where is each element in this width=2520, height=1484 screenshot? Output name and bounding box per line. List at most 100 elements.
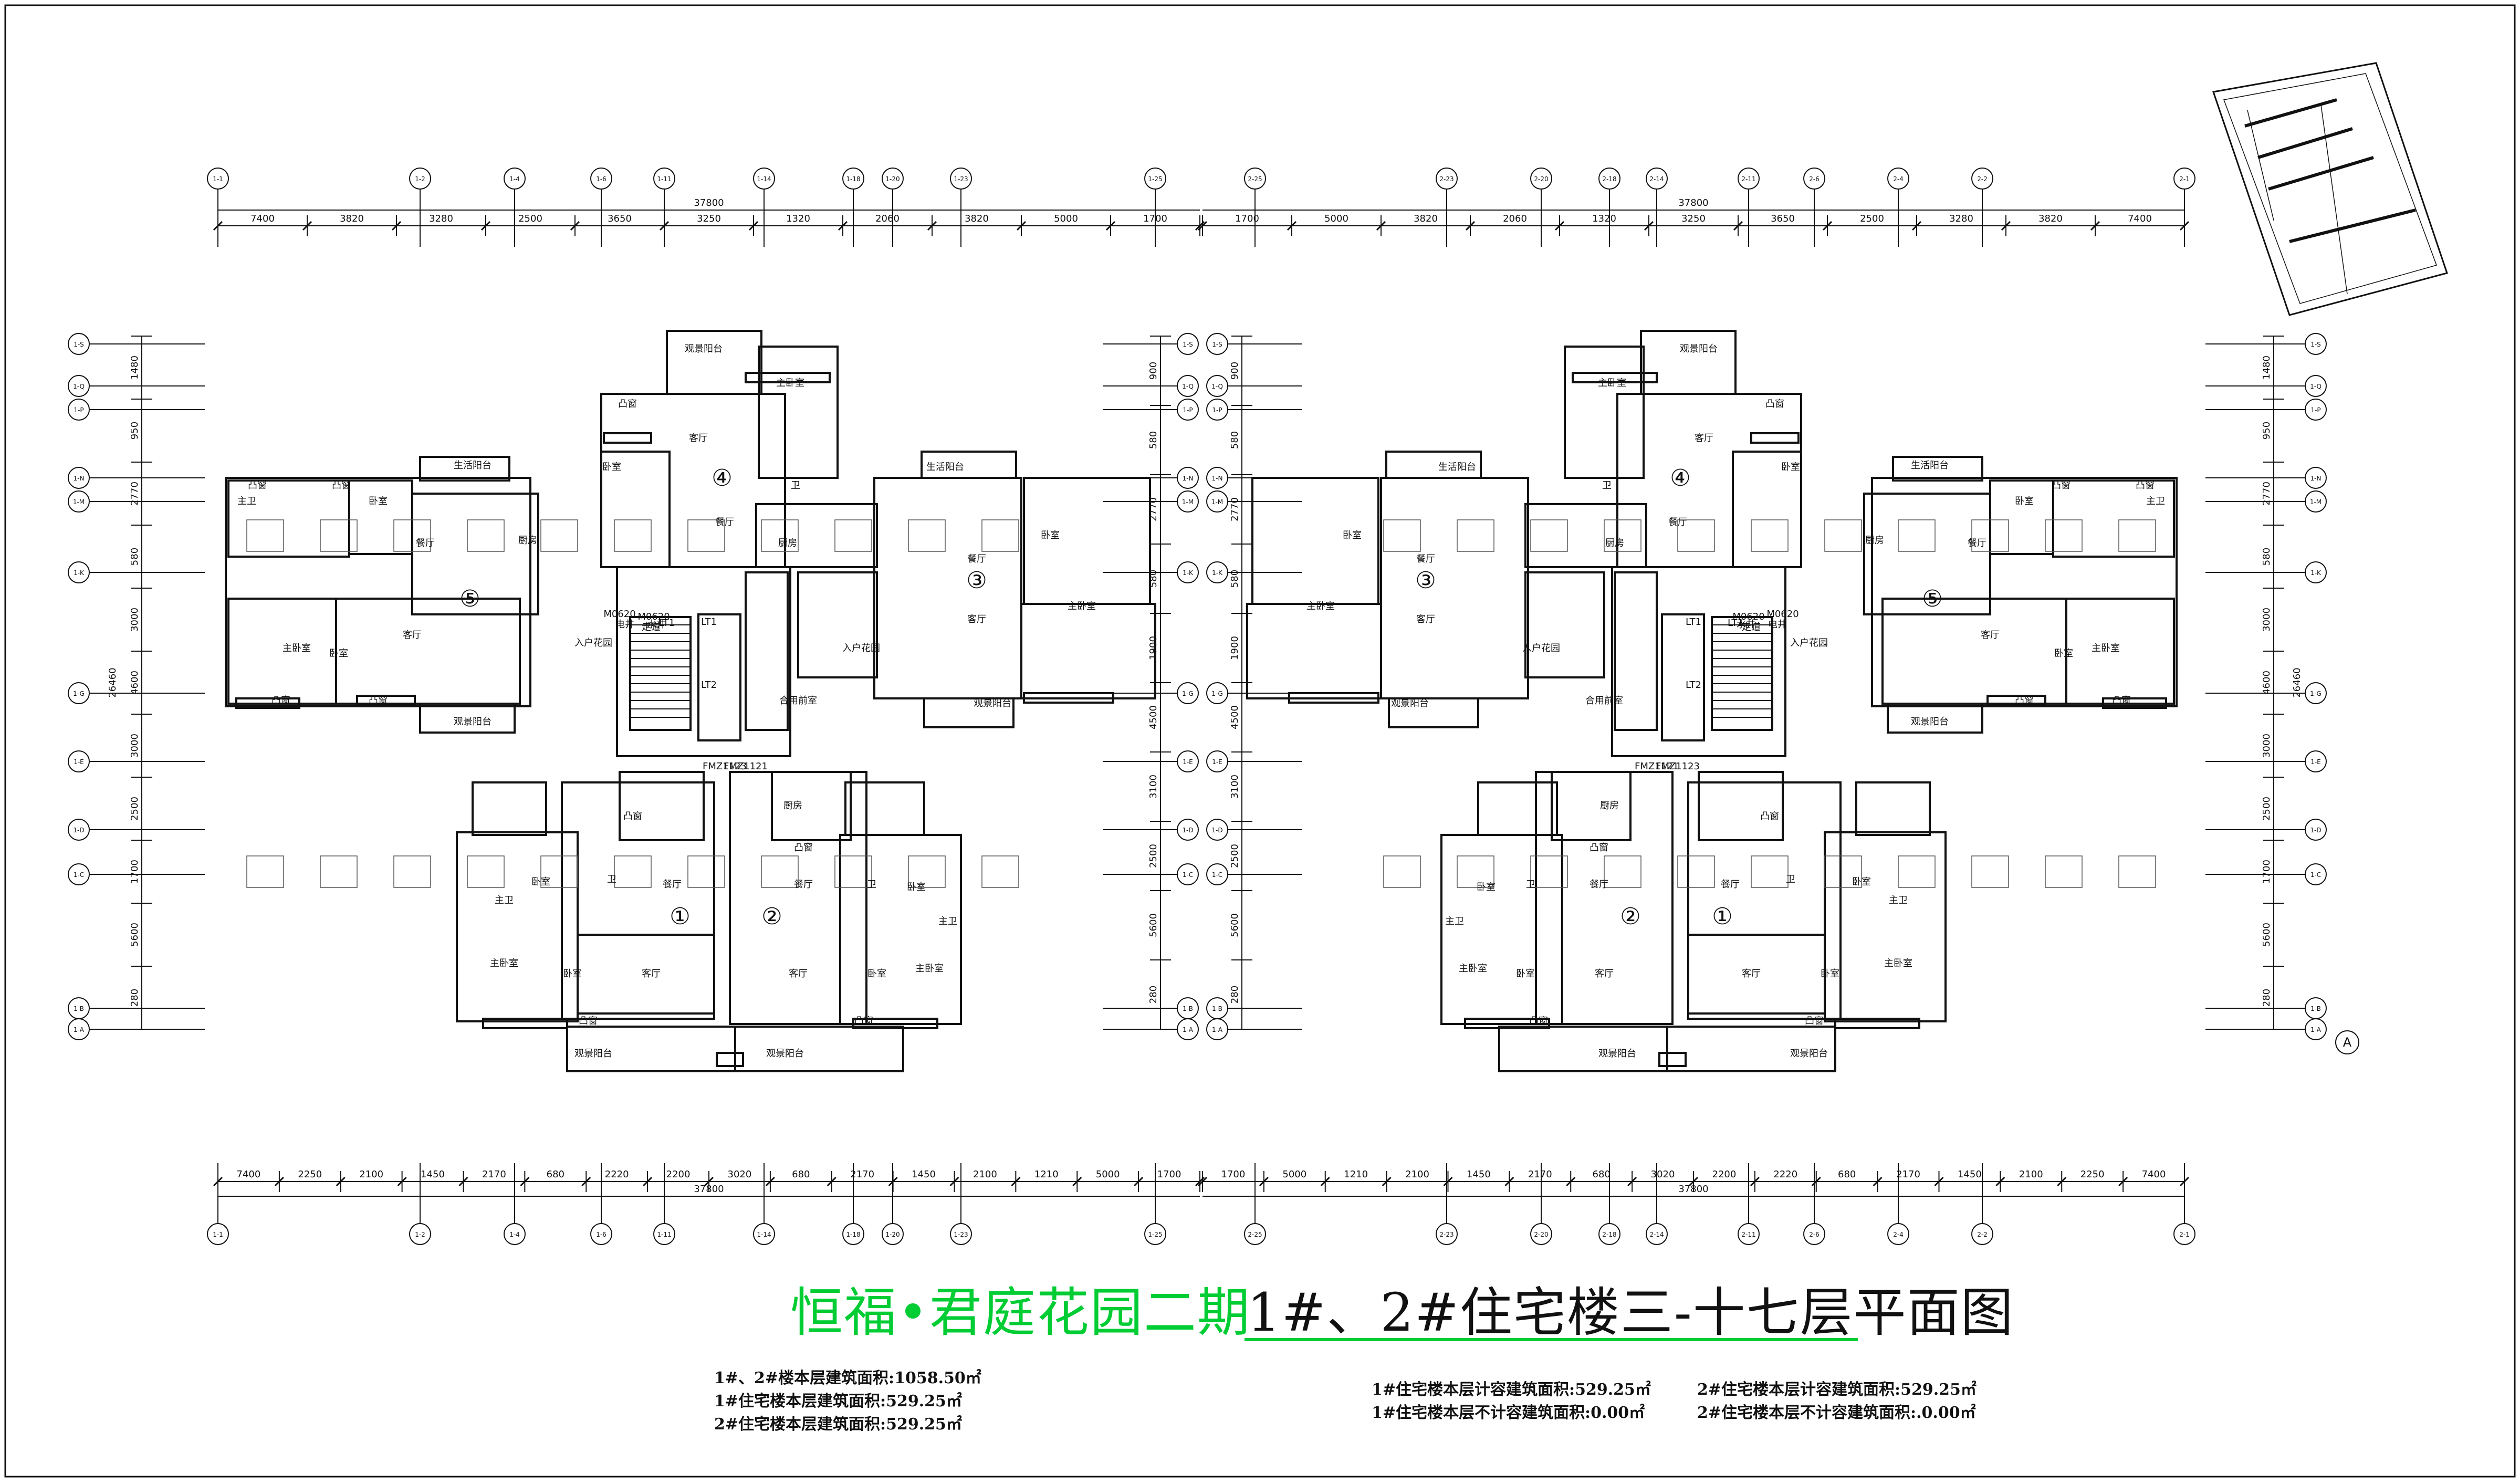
wall	[235, 697, 300, 709]
axis-bubble-label: 2-20	[1534, 1231, 1548, 1238]
axis-bubble	[2305, 1018, 2327, 1040]
unit-number: ③	[966, 567, 987, 594]
dim-tick-mark	[2118, 1176, 2128, 1187]
dim-value: 1480	[129, 356, 140, 380]
dim-tick-mark	[570, 221, 580, 231]
room-label: 主卧室	[915, 963, 944, 974]
wall	[2065, 598, 2175, 705]
dim-tick-mark	[1072, 1176, 1082, 1187]
room-label: 凸窗	[248, 480, 267, 491]
dim-value: 3280	[1949, 213, 1973, 224]
dim-value: 3650	[608, 213, 632, 224]
dim-value: 1450	[421, 1169, 445, 1180]
wall	[1564, 346, 1645, 479]
wall	[419, 456, 510, 482]
room-label: LT1	[659, 618, 675, 629]
dim-total: 37800	[1678, 197, 1708, 208]
dim-value: 5600	[2261, 923, 2272, 947]
axis-bubble	[1177, 490, 1199, 513]
room-label: 卫	[1526, 879, 1535, 890]
axis-bubble-label: 1-18	[846, 1231, 860, 1238]
wall	[873, 477, 1022, 699]
wall	[745, 372, 831, 383]
wall	[797, 571, 878, 678]
axis-bubble	[2173, 1223, 2195, 1245]
room-label: 厨房	[1600, 800, 1619, 811]
wall	[1288, 692, 1379, 704]
axis-bubble	[1206, 1018, 1228, 1040]
dim-value: 2220	[605, 1169, 629, 1180]
room-label: 卫	[607, 874, 616, 885]
axis-bubble	[68, 863, 90, 885]
dim-value: 2500	[518, 213, 542, 224]
dim-value: 580	[1229, 431, 1240, 449]
dim-value: 2220	[1773, 1169, 1797, 1180]
axis-bubble	[2305, 399, 2327, 421]
dim-tick-mark	[1822, 221, 1833, 231]
room-label: 餐厅	[416, 538, 435, 549]
axis-bubble-label: 1-20	[885, 175, 900, 183]
axis-bubble	[2305, 467, 2327, 489]
dim-value: 2170	[1528, 1169, 1552, 1180]
dim-value: 2500	[1860, 213, 1884, 224]
room-labels: 观景阳台生活阳台生活阳台主卧室凸窗客厅卧室卫餐厅厨房厨房主卫凸窗凸窗卧室餐厅主卧…	[237, 343, 2165, 1059]
room-label: 卧室	[329, 648, 348, 659]
room-label: 卧室	[2054, 648, 2073, 659]
axis-bubble-label: 1-14	[757, 1231, 771, 1238]
furniture	[834, 855, 872, 888]
axis-bubble	[1206, 333, 1228, 355]
axis-bubble	[2305, 490, 2327, 513]
room-label: 凸窗	[1805, 1016, 1824, 1027]
room-label: 客厅	[1981, 630, 2000, 641]
side-total: 26460	[107, 667, 118, 697]
wall	[755, 503, 878, 568]
axis-bubble	[68, 561, 90, 583]
axis-marker-bubble	[2335, 1030, 2359, 1054]
unit-number: ④	[1670, 465, 1690, 492]
dim-value: 2100	[2019, 1169, 2043, 1180]
furniture	[467, 855, 505, 888]
dim-tick-mark	[1644, 221, 1654, 231]
wall	[603, 432, 652, 444]
dim-value: 1700	[2261, 860, 2272, 884]
axis-bubble	[1646, 168, 1668, 190]
furniture	[246, 519, 284, 552]
dim-value: 1700	[1235, 213, 1259, 224]
axis-bubble	[68, 399, 90, 421]
axis-bubble	[2305, 561, 2327, 583]
room-label: 主卧室	[1459, 963, 1487, 974]
axis-bubble	[1971, 1223, 1993, 1245]
dim-tick-mark	[581, 1176, 591, 1187]
room-label: 餐厅	[1590, 879, 1608, 890]
unit-number: ⑤	[459, 586, 480, 612]
room-label: 凸窗	[1765, 399, 1784, 410]
wall	[356, 695, 416, 706]
axis-bubble-label: 1-B	[1212, 1005, 1222, 1012]
axis-bubble	[1803, 1223, 1825, 1245]
axis-bubble-label: 1-D	[1211, 827, 1222, 834]
wall	[1871, 477, 2178, 707]
axis-bubble	[1803, 168, 1825, 190]
wall	[1023, 692, 1114, 704]
room-label: 电井	[615, 619, 634, 630]
axis-bubble-label: 2-23	[1439, 175, 1454, 183]
dim-value: 5000	[1282, 1169, 1306, 1180]
axis-bubble	[1144, 168, 1166, 190]
dim-value: 2770	[2261, 482, 2272, 506]
furniture	[761, 519, 799, 552]
wall	[921, 451, 1017, 479]
axis-bubble	[1436, 1223, 1458, 1245]
furniture	[1457, 855, 1494, 888]
dim-tick-mark	[748, 221, 759, 231]
dim-value: 1320	[1592, 213, 1616, 224]
axis-bubble-label: 2-2	[1977, 175, 1988, 183]
dim-tick-mark	[1134, 1176, 1144, 1187]
dim-value: 2250	[298, 1169, 322, 1180]
wall	[1020, 603, 1156, 699]
dim-tick-mark	[1911, 221, 1922, 231]
wall	[1750, 432, 1800, 444]
axis-bubble	[1598, 168, 1620, 190]
axis-bubble	[2305, 863, 2327, 885]
room-label: 观景阳台	[1790, 1048, 1828, 1059]
